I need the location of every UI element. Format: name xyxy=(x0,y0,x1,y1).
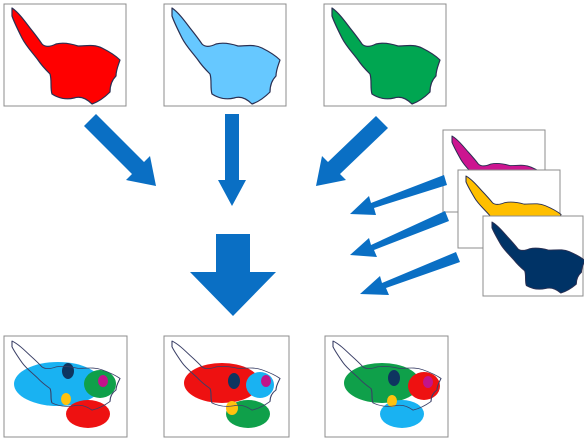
blob-main xyxy=(14,362,102,406)
blob-magenta xyxy=(423,376,433,388)
blob-blue xyxy=(380,400,424,428)
blob-magenta xyxy=(261,375,271,387)
arrow-from-light-blue xyxy=(218,114,246,206)
top-panel-green xyxy=(323,3,447,107)
result-panel-3 xyxy=(324,335,449,438)
arrow-from-dark-blue xyxy=(360,252,460,295)
blob-main xyxy=(184,363,260,403)
top-panel-red xyxy=(3,3,127,107)
arrow-from-yellow xyxy=(350,211,449,257)
main-down-arrow xyxy=(190,234,276,316)
blob-red xyxy=(66,400,110,428)
result-panel-2 xyxy=(163,335,290,438)
arrow-from-green xyxy=(316,116,388,186)
blob-blue xyxy=(246,372,274,398)
stacked-panels xyxy=(442,129,584,297)
result-panel-1 xyxy=(3,335,128,438)
blob-navy xyxy=(228,373,240,389)
arrow-from-red xyxy=(84,114,156,186)
blob-magenta xyxy=(98,375,108,387)
blob-red xyxy=(408,372,440,400)
top-panel-light-blue xyxy=(163,3,287,107)
flow-arrows xyxy=(84,114,460,316)
blob-yellow xyxy=(387,395,397,407)
blob-main xyxy=(344,363,420,403)
blob-navy xyxy=(62,363,74,379)
blob-yellow xyxy=(61,393,71,405)
blob-navy xyxy=(388,370,400,386)
arrow-from-magenta xyxy=(350,175,447,215)
blob-yellow xyxy=(226,401,238,415)
